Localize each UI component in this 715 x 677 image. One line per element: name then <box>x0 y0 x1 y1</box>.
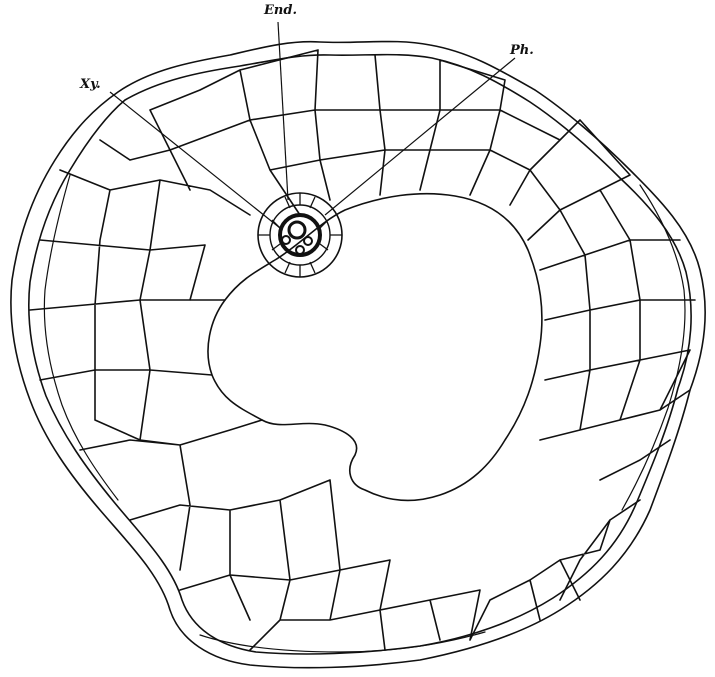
leader-end <box>278 22 288 200</box>
label-phloem: Ph. <box>510 44 534 57</box>
xylem-center <box>289 222 305 238</box>
hypodermis-layer <box>44 175 685 652</box>
label-xylem: Xy. <box>80 78 101 91</box>
label-endodermis: End. <box>264 4 297 17</box>
inner-epidermis <box>29 55 691 654</box>
leader-ph <box>325 58 515 215</box>
outer-epidermis <box>11 41 705 667</box>
leader-lines <box>110 22 515 228</box>
leader-xy <box>110 92 280 228</box>
cell-walls <box>30 50 695 650</box>
stele <box>258 193 342 277</box>
